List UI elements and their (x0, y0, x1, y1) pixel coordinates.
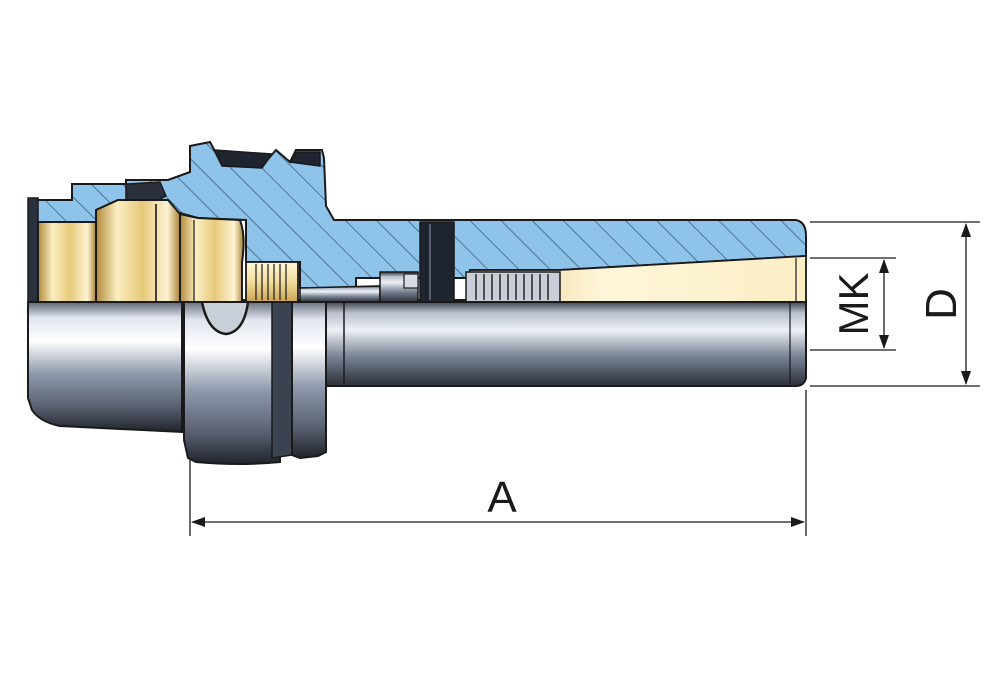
coolant-tube (299, 285, 381, 303)
screw-threads (255, 264, 287, 300)
clamping-collar (179, 212, 245, 303)
stop-screw-head (403, 273, 419, 289)
dimension-label-d: D (917, 288, 966, 320)
drawbar-thread (465, 271, 561, 303)
drawbar-thread-lines (475, 274, 549, 300)
dimensions (189, 221, 980, 536)
clamping-nut (95, 199, 181, 303)
dimension-label-a: A (487, 473, 517, 522)
clamping-groove-right (288, 151, 321, 167)
shank-exterior (325, 299, 807, 387)
clamping-sleeve (37, 221, 97, 303)
flange-exterior (183, 299, 281, 465)
threaded-screw (245, 261, 299, 303)
exterior-view (27, 299, 807, 465)
section-view (27, 140, 807, 303)
hsk-face-rim (27, 197, 39, 303)
gripper-groove (271, 299, 293, 459)
clamping-groove-left (212, 149, 274, 169)
flange-ring-exterior (291, 299, 327, 460)
dimension-label-mk: MK (830, 273, 877, 336)
hsk-nose-exterior (27, 301, 183, 434)
drive-key-notch (200, 301, 250, 336)
set-screw-slot (419, 221, 455, 303)
